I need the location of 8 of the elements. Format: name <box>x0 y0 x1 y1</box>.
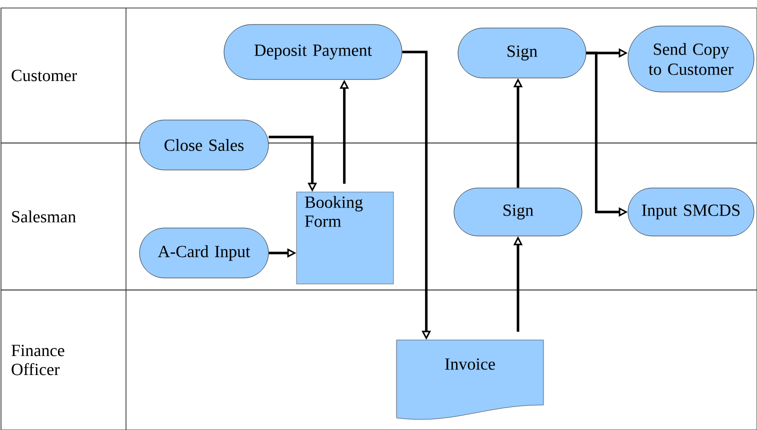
process-box: Sign <box>458 28 586 78</box>
process-box: Deposit Payment <box>224 24 402 80</box>
process-box: Close Sales <box>139 120 269 170</box>
process-box: Sign <box>454 188 582 236</box>
process-box: Send Copy to Customer <box>628 26 754 92</box>
process-box: A-Card Input <box>139 228 269 278</box>
form-box: Booking Form <box>296 192 394 284</box>
process-box: Input SMCDS <box>628 188 754 236</box>
